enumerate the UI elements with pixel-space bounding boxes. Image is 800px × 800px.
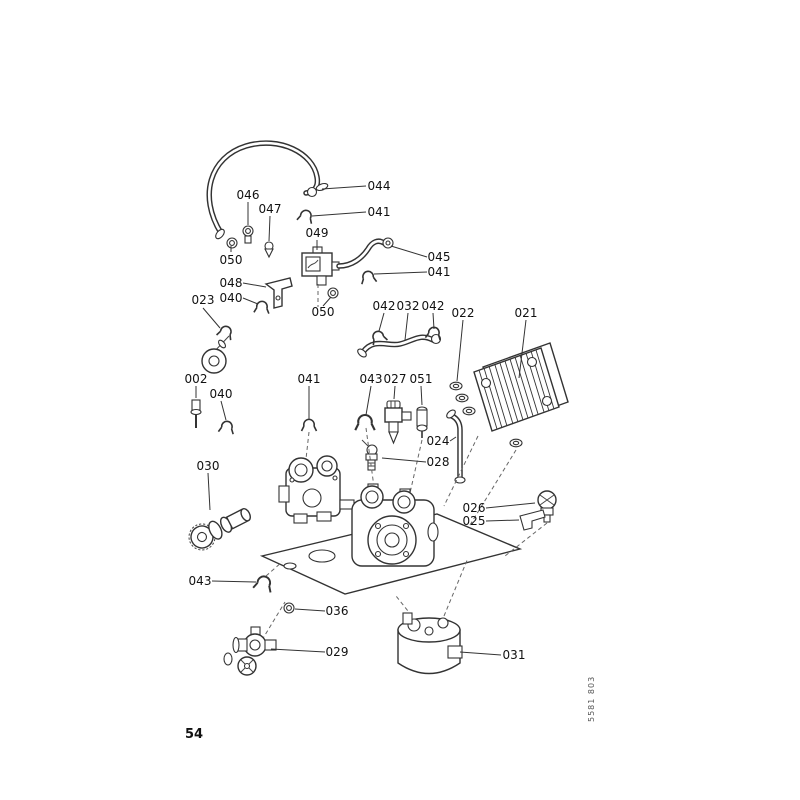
fitting-046: [242, 225, 254, 244]
part-label-029: 029: [326, 645, 349, 659]
part-label-044: 044: [368, 179, 391, 193]
nut-036: [283, 602, 295, 614]
part-002: [190, 399, 202, 428]
part-label-050-a: 050: [220, 253, 243, 267]
part-026: [537, 490, 557, 523]
page-number: 54: [185, 727, 204, 742]
part-051: [416, 406, 428, 438]
part-label-041-b: 041: [428, 265, 451, 279]
part-label-021: 021: [515, 306, 538, 320]
leader-lines: [195, 185, 536, 656]
part-label-002: 002: [185, 372, 208, 386]
part-label-026: 026: [463, 501, 486, 515]
clip-040-top: [253, 299, 271, 315]
part-label-024: 024: [427, 434, 450, 448]
callout-labels: 044 041 046 047 049 050 045 041 048 040 …: [185, 179, 538, 662]
part-023: [201, 323, 236, 374]
fitting-050-left: [226, 237, 238, 249]
construction-lines: [261, 284, 548, 641]
part-label-041-c: 041: [298, 372, 321, 386]
pipe-024: [446, 409, 466, 484]
part-label-042-a: 042: [373, 299, 396, 313]
part-label-048: 048: [220, 276, 243, 290]
part-label-031: 031: [503, 648, 526, 662]
fitting-050-lower: [327, 287, 339, 299]
clip-041-lower: [300, 418, 318, 432]
part-label-051: 051: [410, 372, 433, 386]
clip-043-upper: [354, 413, 376, 432]
clip-043-lower: [252, 573, 276, 594]
part-label-023: 023: [192, 293, 215, 307]
hydraulic-block-upper: [278, 455, 341, 524]
part-label-040-b: 040: [210, 387, 233, 401]
part-label-047: 047: [259, 202, 282, 216]
doc-code: 5581 803: [587, 676, 596, 722]
pump-031: [397, 612, 463, 675]
part-030: [188, 507, 251, 551]
part-label-040-a: 040: [220, 291, 243, 305]
pipe-044: [206, 140, 329, 240]
clip-040-lower: [217, 419, 236, 435]
part-label-043-a: 043: [360, 372, 383, 386]
valve-049: [301, 246, 340, 286]
valve-027: [384, 400, 412, 445]
part-label-046: 046: [237, 188, 260, 202]
valve-029: [223, 626, 277, 676]
heat-exchanger-021: [473, 342, 569, 432]
fitting-047: [264, 241, 274, 259]
part-label-032: 032: [397, 299, 420, 313]
part-label-049: 049: [306, 226, 329, 240]
part-label-022: 022: [452, 306, 475, 320]
part-label-042-b: 042: [422, 299, 445, 313]
hydraulic-block-main: [339, 483, 439, 567]
part-label-041-a: 041: [368, 205, 391, 219]
clip-041-mid: [359, 269, 378, 285]
clip-041-top: [296, 207, 316, 225]
part-label-030: 030: [197, 459, 220, 473]
part-label-036: 036: [326, 604, 349, 618]
hose-032: [357, 333, 442, 358]
sensor-028: [361, 439, 378, 471]
part-label-045: 045: [428, 250, 451, 264]
part-label-028: 028: [427, 455, 450, 469]
part-label-050-b: 050: [312, 305, 335, 319]
pipe-045: [336, 237, 394, 269]
part-label-043-b: 043: [189, 574, 212, 588]
part-label-027: 027: [384, 372, 407, 386]
bracket-048: [264, 277, 293, 309]
part-label-025: 025: [463, 514, 486, 528]
bracket-025: [519, 509, 546, 531]
